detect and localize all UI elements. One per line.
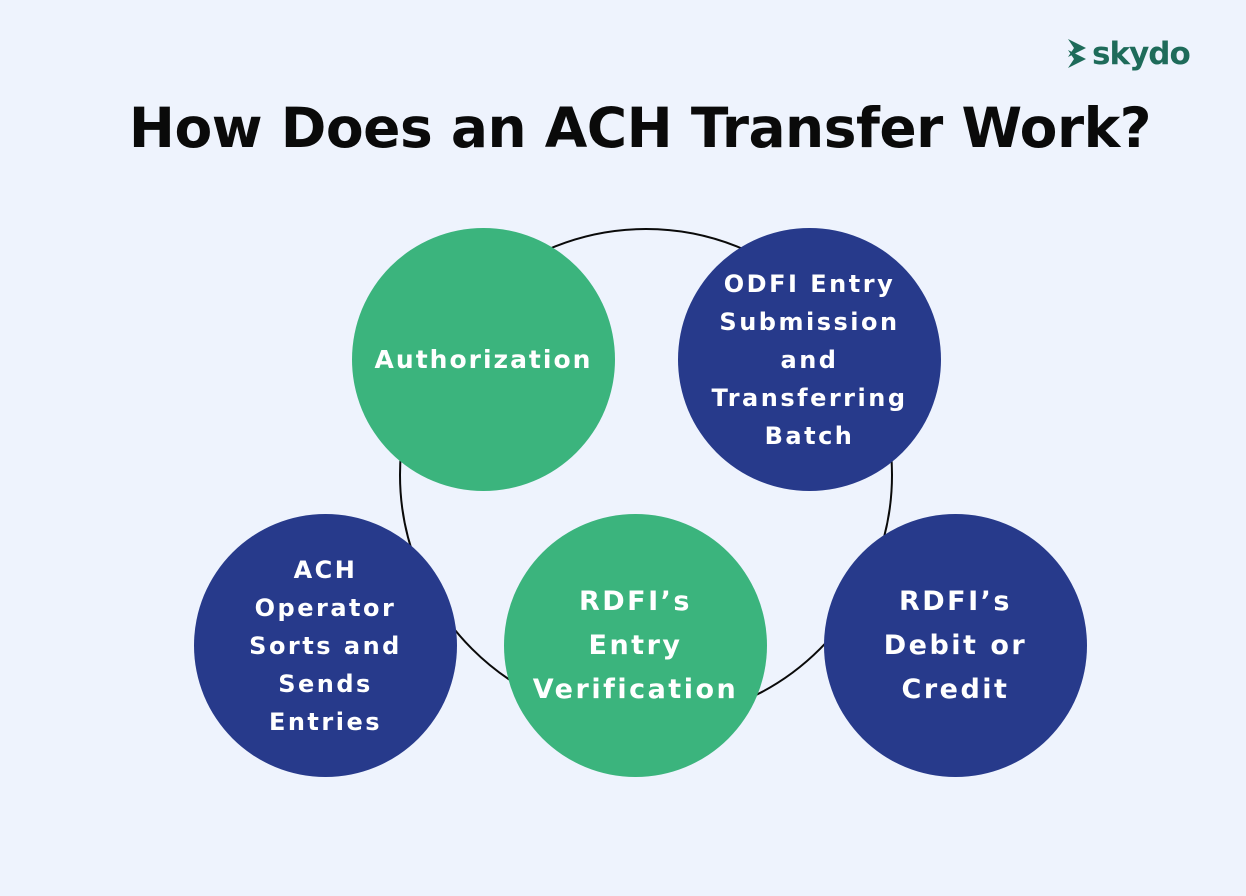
label-line: Debit or: [883, 629, 1028, 661]
step-odfi-entry-submission-label: ODFI Entry Submission and Transferring B…: [711, 265, 907, 455]
label-line: Authorization: [374, 344, 593, 374]
step-rdfi-entry-verification-label: RDFI’s Entry Verification: [533, 580, 738, 712]
step-authorization: Authorization: [352, 228, 615, 491]
label-line: Entries: [268, 707, 383, 736]
label-line: Verification: [532, 673, 739, 705]
label-line: ODFI Entry: [723, 269, 896, 298]
label-line: Sends: [278, 669, 373, 698]
step-ach-operator-label: ACH Operator Sorts and Sends Entries: [249, 551, 402, 741]
label-line: Batch: [764, 421, 855, 450]
label-line: and: [780, 345, 839, 374]
logo-wordmark: skydo: [1092, 36, 1191, 72]
step-odfi-entry-submission: ODFI Entry Submission and Transferring B…: [678, 228, 941, 491]
label-line: Transferring: [711, 383, 908, 412]
step-authorization-label: Authorization: [375, 341, 593, 379]
step-ach-operator: ACH Operator Sorts and Sends Entries: [194, 514, 457, 777]
label-line: Entry: [588, 629, 683, 661]
label-line: Credit: [901, 673, 1010, 705]
skydo-logo: skydo: [1064, 34, 1191, 74]
label-line: RDFI’s: [898, 585, 1012, 617]
label-line: ACH: [293, 555, 358, 584]
skydo-chevron-icon: [1068, 39, 1086, 68]
label-line: Submission: [719, 307, 900, 336]
label-line: RDFI’s: [578, 585, 693, 617]
page-title: How Does an ACH Transfer Work?: [128, 96, 1152, 160]
label-line: Operator: [254, 593, 397, 622]
step-rdfi-debit-credit: RDFI’s Debit or Credit: [824, 514, 1087, 777]
label-line: Sorts and: [249, 631, 402, 660]
step-rdfi-entry-verification: RDFI’s Entry Verification: [504, 514, 767, 777]
step-rdfi-debit-credit-label: RDFI’s Debit or Credit: [884, 580, 1027, 712]
